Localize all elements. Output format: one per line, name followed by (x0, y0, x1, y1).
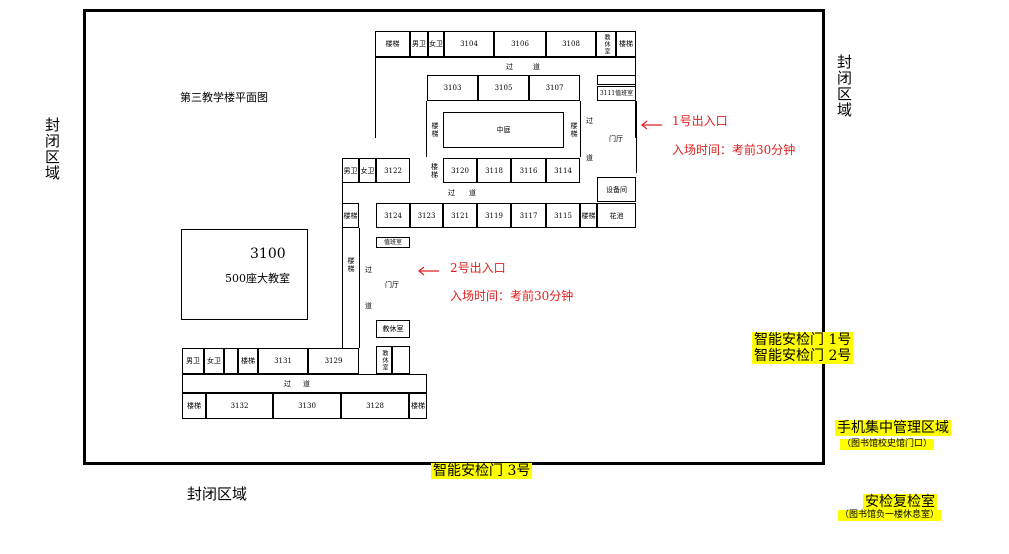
inner-wall-right (580, 101, 581, 157)
stairs-north-2: 楼梯 (616, 31, 636, 57)
room-3104: 3104 (444, 31, 494, 57)
phone-area-location: （图书馆校史馆门口） (840, 439, 935, 450)
room-3117: 3117 (511, 203, 546, 228)
room-3106: 3106 (494, 31, 546, 57)
phone-area-name: 手机集中管理区域 (835, 420, 951, 436)
security-gate-2: 智能安检门 2号 (752, 348, 854, 364)
hall-number: 3100 (250, 246, 286, 262)
duty-room-west: 值班室 (376, 237, 410, 248)
entrance-2-time: 入场时间：考前30分钟 (450, 289, 574, 303)
closed-area-left: 封闭区域 (43, 117, 61, 181)
security-gate-3: 智能安检门 3号 (431, 463, 533, 479)
west-corridor-wall (359, 228, 360, 348)
room-3118: 3118 (477, 158, 511, 183)
corridor-south: 过道 (284, 380, 322, 388)
room-3131: 3131 (258, 348, 308, 374)
entrance-1-label: 1号出入口 (672, 114, 728, 128)
teacher-rest-north: 教休室 (596, 31, 616, 57)
east-wall (636, 101, 637, 173)
room-3114: 3114 (546, 158, 580, 183)
entrance-2-label: 2号出入口 (450, 261, 506, 275)
corridor-east-a: 过 (586, 117, 593, 125)
courtyard: 中庭 (443, 112, 564, 148)
stairs-west-lower: 楼梯 (347, 257, 355, 273)
entrance-1-time: 入场时间：考前30分钟 (672, 143, 796, 157)
female-wc-north: 女卫 (428, 31, 444, 57)
stairs-south-1: 楼梯 (238, 348, 258, 374)
south-small-room (224, 348, 238, 374)
hall-name: 500座大教室 (225, 272, 290, 285)
closed-area-bottom: 封闭区域 (187, 485, 248, 503)
room-3108: 3108 (546, 31, 596, 57)
room-3129: 3129 (308, 348, 359, 374)
corridor-west-b: 道 (365, 302, 372, 310)
stairs-middle: 楼梯 (430, 162, 439, 179)
security-gate-1: 智能安检门 1号 (752, 332, 854, 348)
stairs-west: 楼梯 (342, 203, 359, 228)
gate-west: 门厅 (385, 281, 399, 289)
room-3121: 3121 (443, 203, 477, 228)
stairs-east: 楼梯 (580, 203, 597, 228)
recheck-room-location: （图书馆负一楼休息室） (838, 510, 942, 521)
entrance-1-arrow (641, 120, 662, 130)
gate-east: 门厅 (609, 135, 623, 143)
entrance-2-arrow (418, 266, 439, 276)
teacher-rest-west: 教休室 (376, 320, 410, 338)
female-wc-middle: 女卫 (359, 158, 376, 183)
room-3105: 3105 (478, 75, 529, 101)
room-3116: 3116 (511, 158, 546, 183)
room-3122: 3122 (376, 158, 410, 183)
map-title: 第三教学楼平面图 (180, 91, 268, 104)
stairs-north-1: 楼梯 (375, 31, 410, 57)
flowerbed: 花池 (597, 203, 636, 228)
corridor-east-b: 道 (586, 154, 593, 162)
room-3119: 3119 (477, 203, 511, 228)
stairs-courtyard-left: 楼梯 (431, 122, 439, 138)
room-3103: 3103 (427, 75, 478, 101)
closed-area-right: 封闭区域 (835, 54, 853, 118)
room-3128: 3128 (341, 393, 409, 419)
south-corridor (182, 374, 427, 393)
room-3130: 3130 (273, 393, 341, 419)
room-3120: 3120 (443, 158, 477, 183)
room-3115: 3115 (546, 203, 580, 228)
west-wall-upper (342, 183, 343, 203)
room-3124: 3124 (376, 203, 410, 228)
lecture-hall-3100: 3100 500座大教室 (181, 229, 308, 320)
recheck-room-name: 安检复检室 (863, 494, 937, 510)
stairs-south-2: 楼梯 (182, 393, 206, 419)
west-outer-wall (342, 228, 343, 348)
small-room-south (392, 346, 410, 374)
equipment-room: 设备间 (597, 177, 636, 202)
stairs-courtyard-right: 楼梯 (570, 122, 578, 138)
male-wc-north: 男卫 (410, 31, 428, 57)
room-3107: 3107 (529, 75, 580, 101)
room-3123: 3123 (410, 203, 443, 228)
inner-wall-left (426, 101, 427, 157)
teacher-rest-south: 教休室 (376, 346, 392, 374)
female-wc-south: 女卫 (204, 348, 224, 374)
male-wc-south: 男卫 (182, 348, 204, 374)
stairs-south-3: 楼梯 (409, 393, 427, 419)
room-3132: 3132 (206, 393, 273, 419)
corridor-west-a: 过 (365, 266, 372, 274)
corridor-north: 过道 (506, 63, 560, 71)
male-wc-middle: 男卫 (342, 158, 359, 183)
small-room-north (597, 75, 636, 85)
corridor-middle: 过道 (448, 189, 490, 197)
